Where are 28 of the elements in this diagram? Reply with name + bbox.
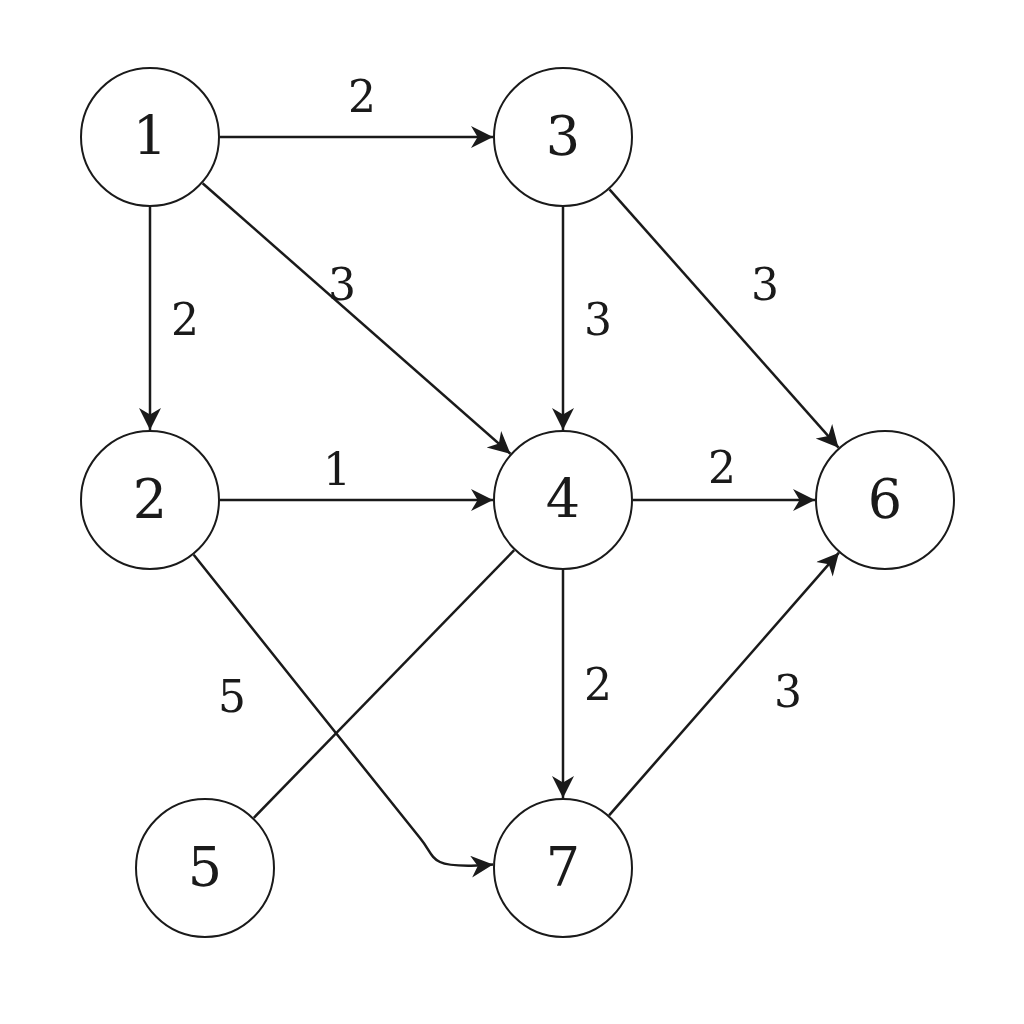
node-number: 2 bbox=[132, 473, 168, 527]
arrow bbox=[608, 551, 840, 817]
node-number: 6 bbox=[867, 473, 903, 527]
edge-weight: 3 bbox=[328, 263, 356, 307]
arrow bbox=[220, 489, 493, 511]
arrow bbox=[220, 126, 493, 148]
arrow bbox=[139, 207, 161, 430]
edge-weight: 5 bbox=[218, 675, 246, 719]
edge-weight: 3 bbox=[774, 670, 802, 714]
node-number: 5 bbox=[187, 841, 223, 895]
node-number: 1 bbox=[132, 110, 168, 164]
edge-weight: 3 bbox=[584, 298, 612, 342]
arrow bbox=[608, 188, 840, 449]
edge-weight: 2 bbox=[708, 446, 736, 490]
arrow bbox=[192, 553, 494, 878]
arrow bbox=[201, 182, 512, 455]
connector-line bbox=[252, 549, 516, 819]
edge-weight: 2 bbox=[348, 75, 376, 119]
arrow bbox=[552, 570, 574, 798]
node-number: 3 bbox=[545, 110, 581, 164]
edge-weight: 3 bbox=[751, 263, 779, 307]
edge-weight: 2 bbox=[171, 298, 199, 342]
arrow bbox=[633, 489, 815, 511]
node-number: 7 bbox=[545, 841, 581, 895]
edge-weight: 2 bbox=[584, 663, 612, 707]
edge-weight: 1 bbox=[323, 448, 351, 492]
node-number: 4 bbox=[545, 473, 581, 527]
arrow bbox=[552, 207, 574, 430]
